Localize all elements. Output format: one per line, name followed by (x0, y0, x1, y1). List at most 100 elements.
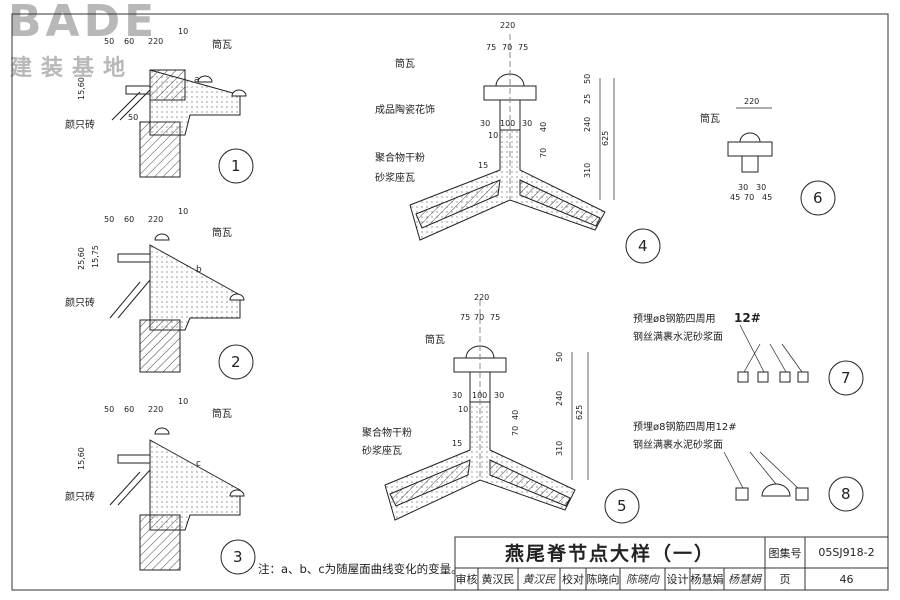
dim-text: 75 (490, 313, 500, 322)
dim-text: 220 (474, 293, 489, 302)
dim-text: 25,60 (77, 247, 86, 270)
dim-text: 60 (124, 37, 134, 46)
dim-text: 240 (583, 117, 592, 132)
detail-7: 预埋ø8钢筋四周用 12# 钢丝满裹水泥砂浆面 7 (633, 311, 864, 396)
dim-text: 625 (601, 131, 610, 146)
dim-text: 220 (148, 37, 163, 46)
detail-5: 筒瓦 聚合物干粉 砂浆座瓦 220 75 70 75 30 100 30 10 … (362, 293, 640, 524)
dim-text: 15 (478, 161, 488, 170)
detail-number-3: 3 (233, 548, 243, 566)
dim-text: 220 (500, 21, 515, 30)
dim-text: 75 (460, 313, 470, 322)
reviewer-signature: 黄汉民 (522, 573, 556, 586)
reviewer-name: 黄汉民 (481, 573, 515, 586)
label-tong-wa-2: 筒瓦 (212, 226, 232, 239)
dim-text: 10 (178, 27, 188, 36)
dim-text: 40 (539, 122, 548, 132)
dim-text: 10 (178, 207, 188, 216)
detail-number-2: 2 (231, 353, 241, 371)
dim-text: 30 (756, 183, 766, 192)
dim-text: 100 (500, 119, 515, 128)
dim-text: 40 (511, 410, 520, 420)
detail-number-6: 6 (813, 189, 823, 207)
dim-text: 310 (555, 441, 564, 456)
dim-text: 15,60 (77, 77, 86, 100)
dim-text: 50 (128, 113, 138, 122)
label-tong-wa-1: 筒瓦 (212, 38, 232, 51)
detail-2: 筒瓦 颜只砖 10 50 60 220 25,60 15,75 b 2 (65, 207, 254, 380)
dim-text: 75 (486, 43, 496, 52)
designer-name: 杨慧娟 (690, 573, 724, 586)
dim-text: 25 (583, 94, 592, 104)
dim-text: c (196, 459, 201, 469)
dim-text: 10 (488, 131, 498, 140)
detail-8: 预埋ø8钢筋四周用12# 钢丝满裹水泥砂浆面 8 (633, 420, 864, 512)
atlas-number: 05SJ918-2 (818, 546, 875, 559)
detail-3: 筒瓦 颜只砖 10 50 60 220 15,60 c 3 (65, 397, 256, 575)
logo-wordmark: BADE (8, 0, 159, 47)
dim-text: 15,75 (91, 245, 100, 268)
drawing-title: 燕尾脊节点大样（一） (504, 543, 715, 565)
dim-text: 50 (583, 74, 592, 84)
design-label: 设计 (666, 573, 689, 586)
label-mortar-4: 砂浆座瓦 (375, 171, 415, 184)
detail-4: 筒瓦 成品陶瓷花饰 聚合物干粉 砂浆座瓦 220 75 70 75 30 100… (375, 21, 661, 264)
dim-text: 30 (480, 119, 490, 128)
label-ceramic-4: 成品陶瓷花饰 (375, 103, 435, 116)
dim-text: b (196, 265, 202, 275)
dim-text: 50 (104, 215, 114, 224)
detail-number-4: 4 (638, 237, 648, 255)
label-mortar-5: 砂浆座瓦 (362, 444, 402, 457)
dim-text: 15 (452, 439, 462, 448)
label-polymer-4: 聚合物干粉 (375, 151, 425, 164)
label-embed-8: 预埋ø8钢筋四周用12# (633, 420, 737, 433)
page-number: 46 (839, 572, 854, 586)
dim-text: 30 (738, 183, 748, 192)
detail-number-5: 5 (617, 497, 627, 515)
dim-text: 45 (762, 193, 772, 202)
dim-text: a (194, 75, 200, 85)
label-tong-wa-6: 筒瓦 (700, 112, 720, 125)
dim-text: 15,60 (77, 447, 86, 470)
label-tong-wa-4: 筒瓦 (395, 57, 415, 70)
label-yanzhi-2: 颜只砖 (65, 296, 95, 309)
dim-text: 50 (104, 405, 114, 414)
dim-text: 60 (124, 405, 134, 414)
page-label: 页 (779, 573, 791, 586)
dim-text: 100 (472, 391, 487, 400)
dim-text: 70 (502, 43, 512, 52)
checker-name: 陈晓向 (586, 573, 620, 586)
dim-text: 625 (575, 405, 584, 420)
dim-text: 75 (518, 43, 528, 52)
title-block: 燕尾脊节点大样（一） 图集号 05SJ918-2 审核 黄汉民 黄汉民 校对 陈… (455, 537, 885, 590)
logo-subtitle: 建装基地 (10, 56, 135, 81)
dim-text: 50 (555, 352, 564, 362)
atlas-label: 图集号 (768, 546, 802, 560)
dim-text: 220 (148, 215, 163, 224)
detail-number-1: 1 (231, 157, 241, 175)
label-tong-wa-5: 筒瓦 (425, 333, 445, 346)
dim-text: 70 (511, 426, 520, 436)
sheet-border (11, 13, 889, 591)
dim-text: 310 (583, 163, 592, 178)
review-label: 审核 (455, 573, 478, 586)
label-embed-7: 预埋ø8钢筋四周用 (633, 312, 715, 325)
dim-text: 50 (104, 37, 114, 46)
detail-1: 筒瓦 颜只砖 10 50 60 220 15,60 50 a 1 (65, 27, 254, 184)
label-yanzhi-3: 颜只砖 (65, 490, 95, 503)
dim-text: 10 (458, 405, 468, 414)
label-tong-wa-3: 筒瓦 (212, 407, 232, 420)
dim-text: 30 (494, 391, 504, 400)
detail-6: 筒瓦 220 30 30 45 70 45 6 (700, 97, 836, 216)
footnote: 注：a、b、c为随屋面曲线变化的变量。 (258, 562, 463, 576)
dim-text: 220 (148, 405, 163, 414)
label-yanzhi-1: 颜只砖 (65, 118, 95, 131)
check-label: 校对 (562, 573, 584, 586)
dim-text: 30 (522, 119, 532, 128)
dim-text: 70 (474, 313, 484, 322)
label-embed-7-num: 12# (734, 311, 761, 325)
detail-number-8: 8 (841, 485, 851, 503)
dim-text: 70 (744, 193, 754, 202)
dim-text: 10 (178, 397, 188, 406)
